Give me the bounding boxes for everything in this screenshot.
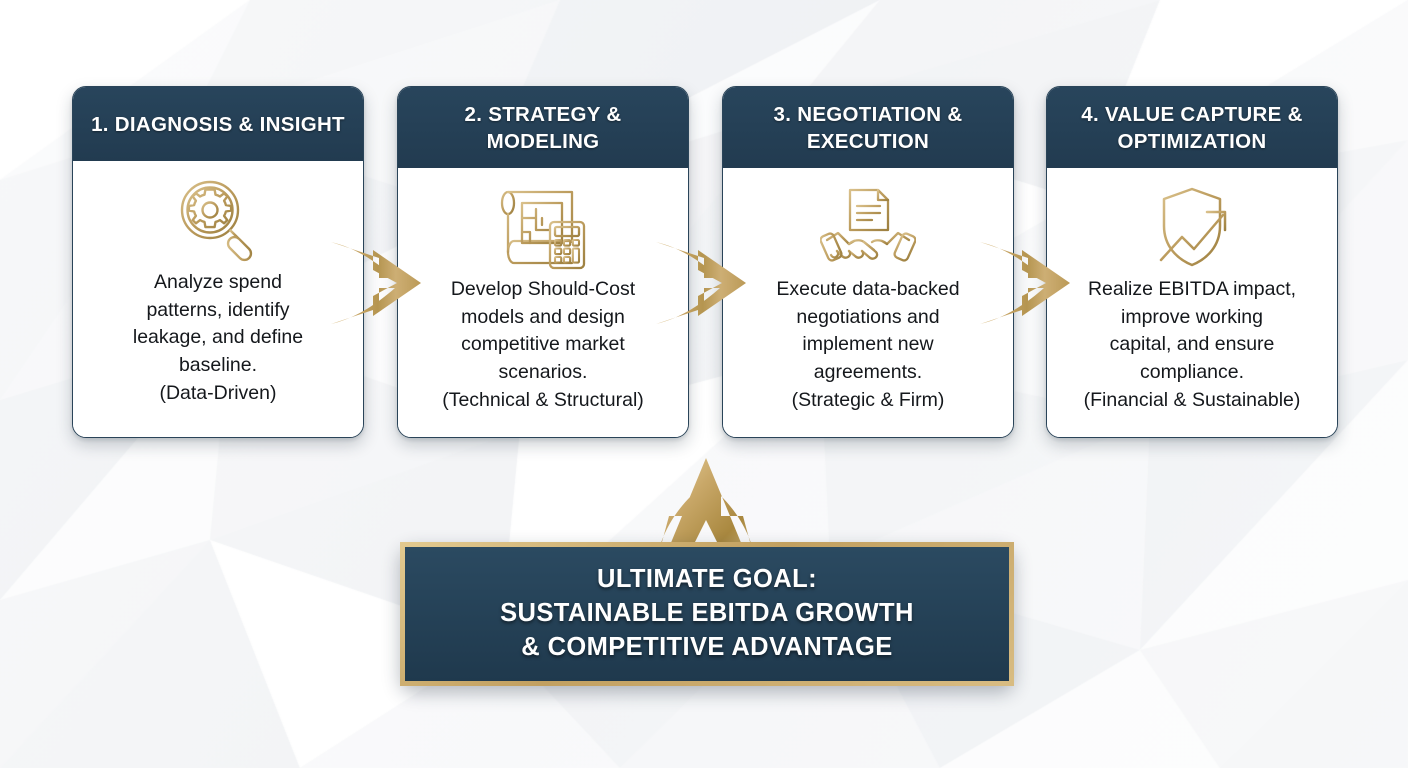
arrow-goal-up	[655, 458, 757, 568]
stage-card-1-body: Analyze spend patterns, identify leakage…	[73, 161, 363, 437]
arrow-stage-1-to-2	[331, 242, 421, 324]
stage-card-4-title: 4. VALUE CAPTURE & OPTIMIZATION	[1047, 87, 1337, 169]
ultimate-goal-banner[interactable]: ULTIMATE GOAL: SUSTAINABLE EBITDA GROWTH…	[400, 542, 1014, 686]
stage-card-3-title: 3. NEGOTIATION & EXECUTION	[723, 87, 1013, 169]
stage-card-3[interactable]: 3. NEGOTIATION & EXECUTION	[722, 86, 1014, 438]
stage-card-2-body: Develop Should-Cost models and design co…	[398, 168, 688, 437]
stage-card-2-title: 2. STRATEGY & MODELING	[398, 87, 688, 169]
stage-card-1-description: Analyze spend patterns, identify leakage…	[132, 271, 304, 404]
shield-growth-arrow-icon	[1144, 184, 1240, 270]
stage-card-4-description: Realize EBITDA impact, improve working c…	[1083, 278, 1301, 411]
stage-card-2[interactable]: 2. STRATEGY & MODELING	[397, 86, 689, 438]
arrow-stage-3-to-4	[980, 242, 1070, 324]
stage-card-1[interactable]: 1. DIAGNOSIS & INSIGHT Analyze spend pat…	[72, 86, 364, 438]
stage-card-3-body: Execute data-backed negotiations and imp…	[723, 168, 1013, 437]
stage-card-4-body: Realize EBITDA impact, improve working c…	[1047, 168, 1337, 437]
stage-card-4[interactable]: 4. VALUE CAPTURE & OPTIMIZATION Realize …	[1046, 86, 1338, 438]
arrow-stage-2-to-3	[656, 242, 746, 324]
blueprint-calculator-icon	[494, 184, 592, 270]
handshake-document-icon	[820, 184, 916, 270]
stage-card-2-description: Develop Should-Cost models and design co…	[442, 278, 644, 411]
stage-card-3-description: Execute data-backed negotiations and imp…	[776, 278, 960, 411]
magnifier-gear-icon	[172, 177, 264, 263]
ultimate-goal-text: ULTIMATE GOAL: SUSTAINABLE EBITDA GROWTH…	[500, 565, 914, 661]
stage-card-1-title: 1. DIAGNOSIS & INSIGHT	[73, 87, 363, 161]
